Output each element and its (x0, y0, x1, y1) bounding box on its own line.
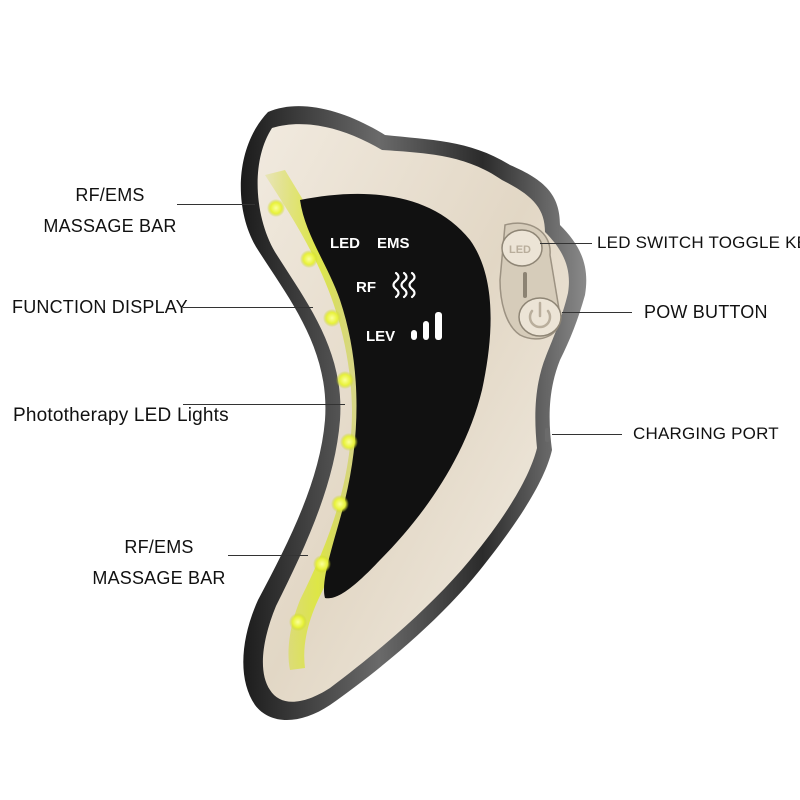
charging-port (545, 428, 550, 442)
phototherapy-label: Phototherapy LED Lights (13, 405, 229, 426)
rf-ems-top-label: RF/EMS MASSAGE BAR (40, 185, 180, 237)
led-key-label: LED (509, 244, 531, 256)
rf-ems-top-line2: MASSAGE BAR (43, 216, 177, 236)
phototherapy-led-dots (267, 199, 358, 631)
led-dot (340, 433, 358, 451)
leader-pow-button (562, 312, 632, 313)
pow-button[interactable] (518, 297, 562, 337)
charging-port-label: CHARGING PORT (633, 424, 779, 443)
leader-rf-ems-top (177, 204, 255, 205)
signal-bars-icon (411, 312, 442, 340)
function-display-label: FUNCTION DISPLAY (12, 297, 188, 317)
display-ems-text: EMS (377, 235, 410, 252)
led-dot (331, 495, 349, 513)
led-dot (313, 555, 331, 573)
leader-rf-ems-bottom (228, 555, 308, 556)
rf-ems-bottom-line2: MASSAGE BAR (92, 568, 226, 588)
display-led-text: LED (330, 235, 360, 252)
led-dot (289, 613, 307, 631)
led-dot (336, 371, 354, 389)
display-lev-text: LEV (366, 328, 395, 345)
power-icon (528, 301, 552, 329)
heat-waves-icon (392, 271, 416, 299)
led-dot (323, 309, 341, 327)
button-divider (523, 272, 527, 298)
led-switch-label: LED SWITCH TOGGLE KEY (597, 233, 800, 252)
display-rf-text: RF (356, 279, 376, 296)
leader-phototherapy (183, 404, 345, 405)
function-display-panel (300, 193, 491, 599)
leader-charging-port (552, 434, 622, 435)
rf-ems-bottom-line1: RF/EMS (124, 537, 194, 557)
led-dot (267, 199, 285, 217)
led-switch-toggle-key[interactable]: LED (501, 229, 543, 267)
display-readout: LED EMS RF LEV (330, 235, 410, 345)
leader-led-switch (540, 243, 592, 244)
leader-function-display (183, 307, 313, 308)
rf-ems-top-line1: RF/EMS (75, 185, 145, 205)
led-dot (300, 250, 318, 268)
rf-ems-bottom-label: RF/EMS MASSAGE BAR (86, 537, 232, 589)
pow-button-label: POW BUTTON (644, 302, 768, 322)
